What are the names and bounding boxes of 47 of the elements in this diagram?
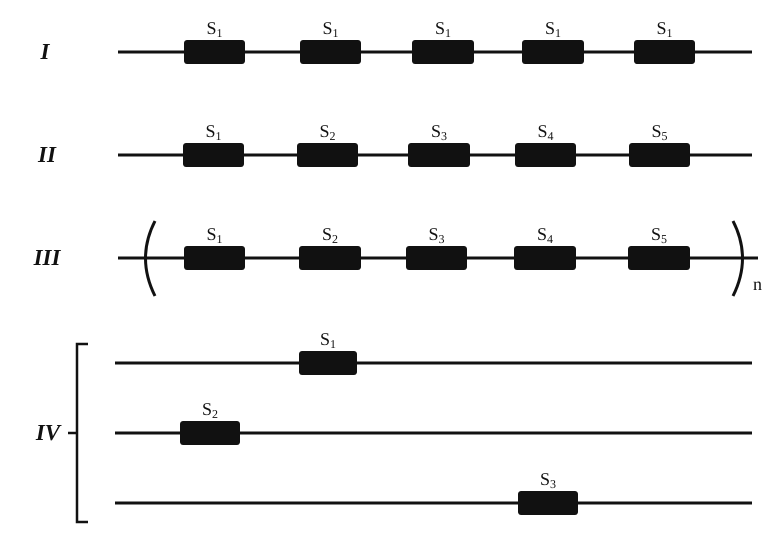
segment-label: S$_{1}$ <box>206 121 222 141</box>
segment-label: S$_{2}$ <box>322 224 338 244</box>
chain-line <box>361 256 406 260</box>
segment-label: S$_{4}$ <box>538 121 554 141</box>
chain-line <box>578 502 752 504</box>
segment-label: S$_{5}$ <box>651 224 667 244</box>
segment-label: S$_{3}$ <box>540 469 556 489</box>
chain-line <box>118 256 184 260</box>
chain-line <box>118 154 183 156</box>
chain-line <box>240 432 752 434</box>
chain-line <box>474 50 522 54</box>
chain-line <box>115 502 518 504</box>
segment-label: S$_{1}$ <box>320 329 336 349</box>
segment-label: S$_{1}$ <box>656 18 672 38</box>
segment-label: S$_{1}$ <box>322 18 338 38</box>
chain-line <box>690 256 758 260</box>
chain-line <box>244 154 297 156</box>
chain-line <box>358 154 408 156</box>
chain-line <box>118 50 184 54</box>
segment-label: S$_{3}$ <box>431 121 447 141</box>
chain-line <box>576 154 629 156</box>
chain-line <box>245 50 300 54</box>
segment-label: S$_{4}$ <box>537 224 553 244</box>
chain-line <box>584 50 634 54</box>
chain-line <box>690 154 752 156</box>
row-label: IV <box>36 420 60 446</box>
segment-label: S$_{2}$ <box>320 121 336 141</box>
chain-line <box>357 362 752 364</box>
chain-line <box>245 256 299 260</box>
row-label: I <box>40 39 50 65</box>
chain-line <box>467 256 514 260</box>
chain-line <box>115 362 299 364</box>
chain-line <box>470 154 515 156</box>
segment-label: S$_{1}$ <box>206 18 222 38</box>
chain-line <box>361 50 412 54</box>
row-label: III <box>34 245 60 271</box>
segment-label: S$_{1}$ <box>206 224 222 244</box>
segment-label: S$_{1}$ <box>545 18 561 38</box>
segment-label: S$_{5}$ <box>652 121 668 141</box>
chain-line <box>695 50 752 54</box>
segment-label: S$_{2}$ <box>202 399 218 419</box>
repeat-index: n <box>753 274 762 294</box>
segment-label: S$_{1}$ <box>435 18 451 38</box>
segment-label: S$_{3}$ <box>428 224 444 244</box>
chain-line <box>576 256 628 260</box>
chain-line <box>115 432 180 434</box>
row-label: II <box>38 142 56 168</box>
